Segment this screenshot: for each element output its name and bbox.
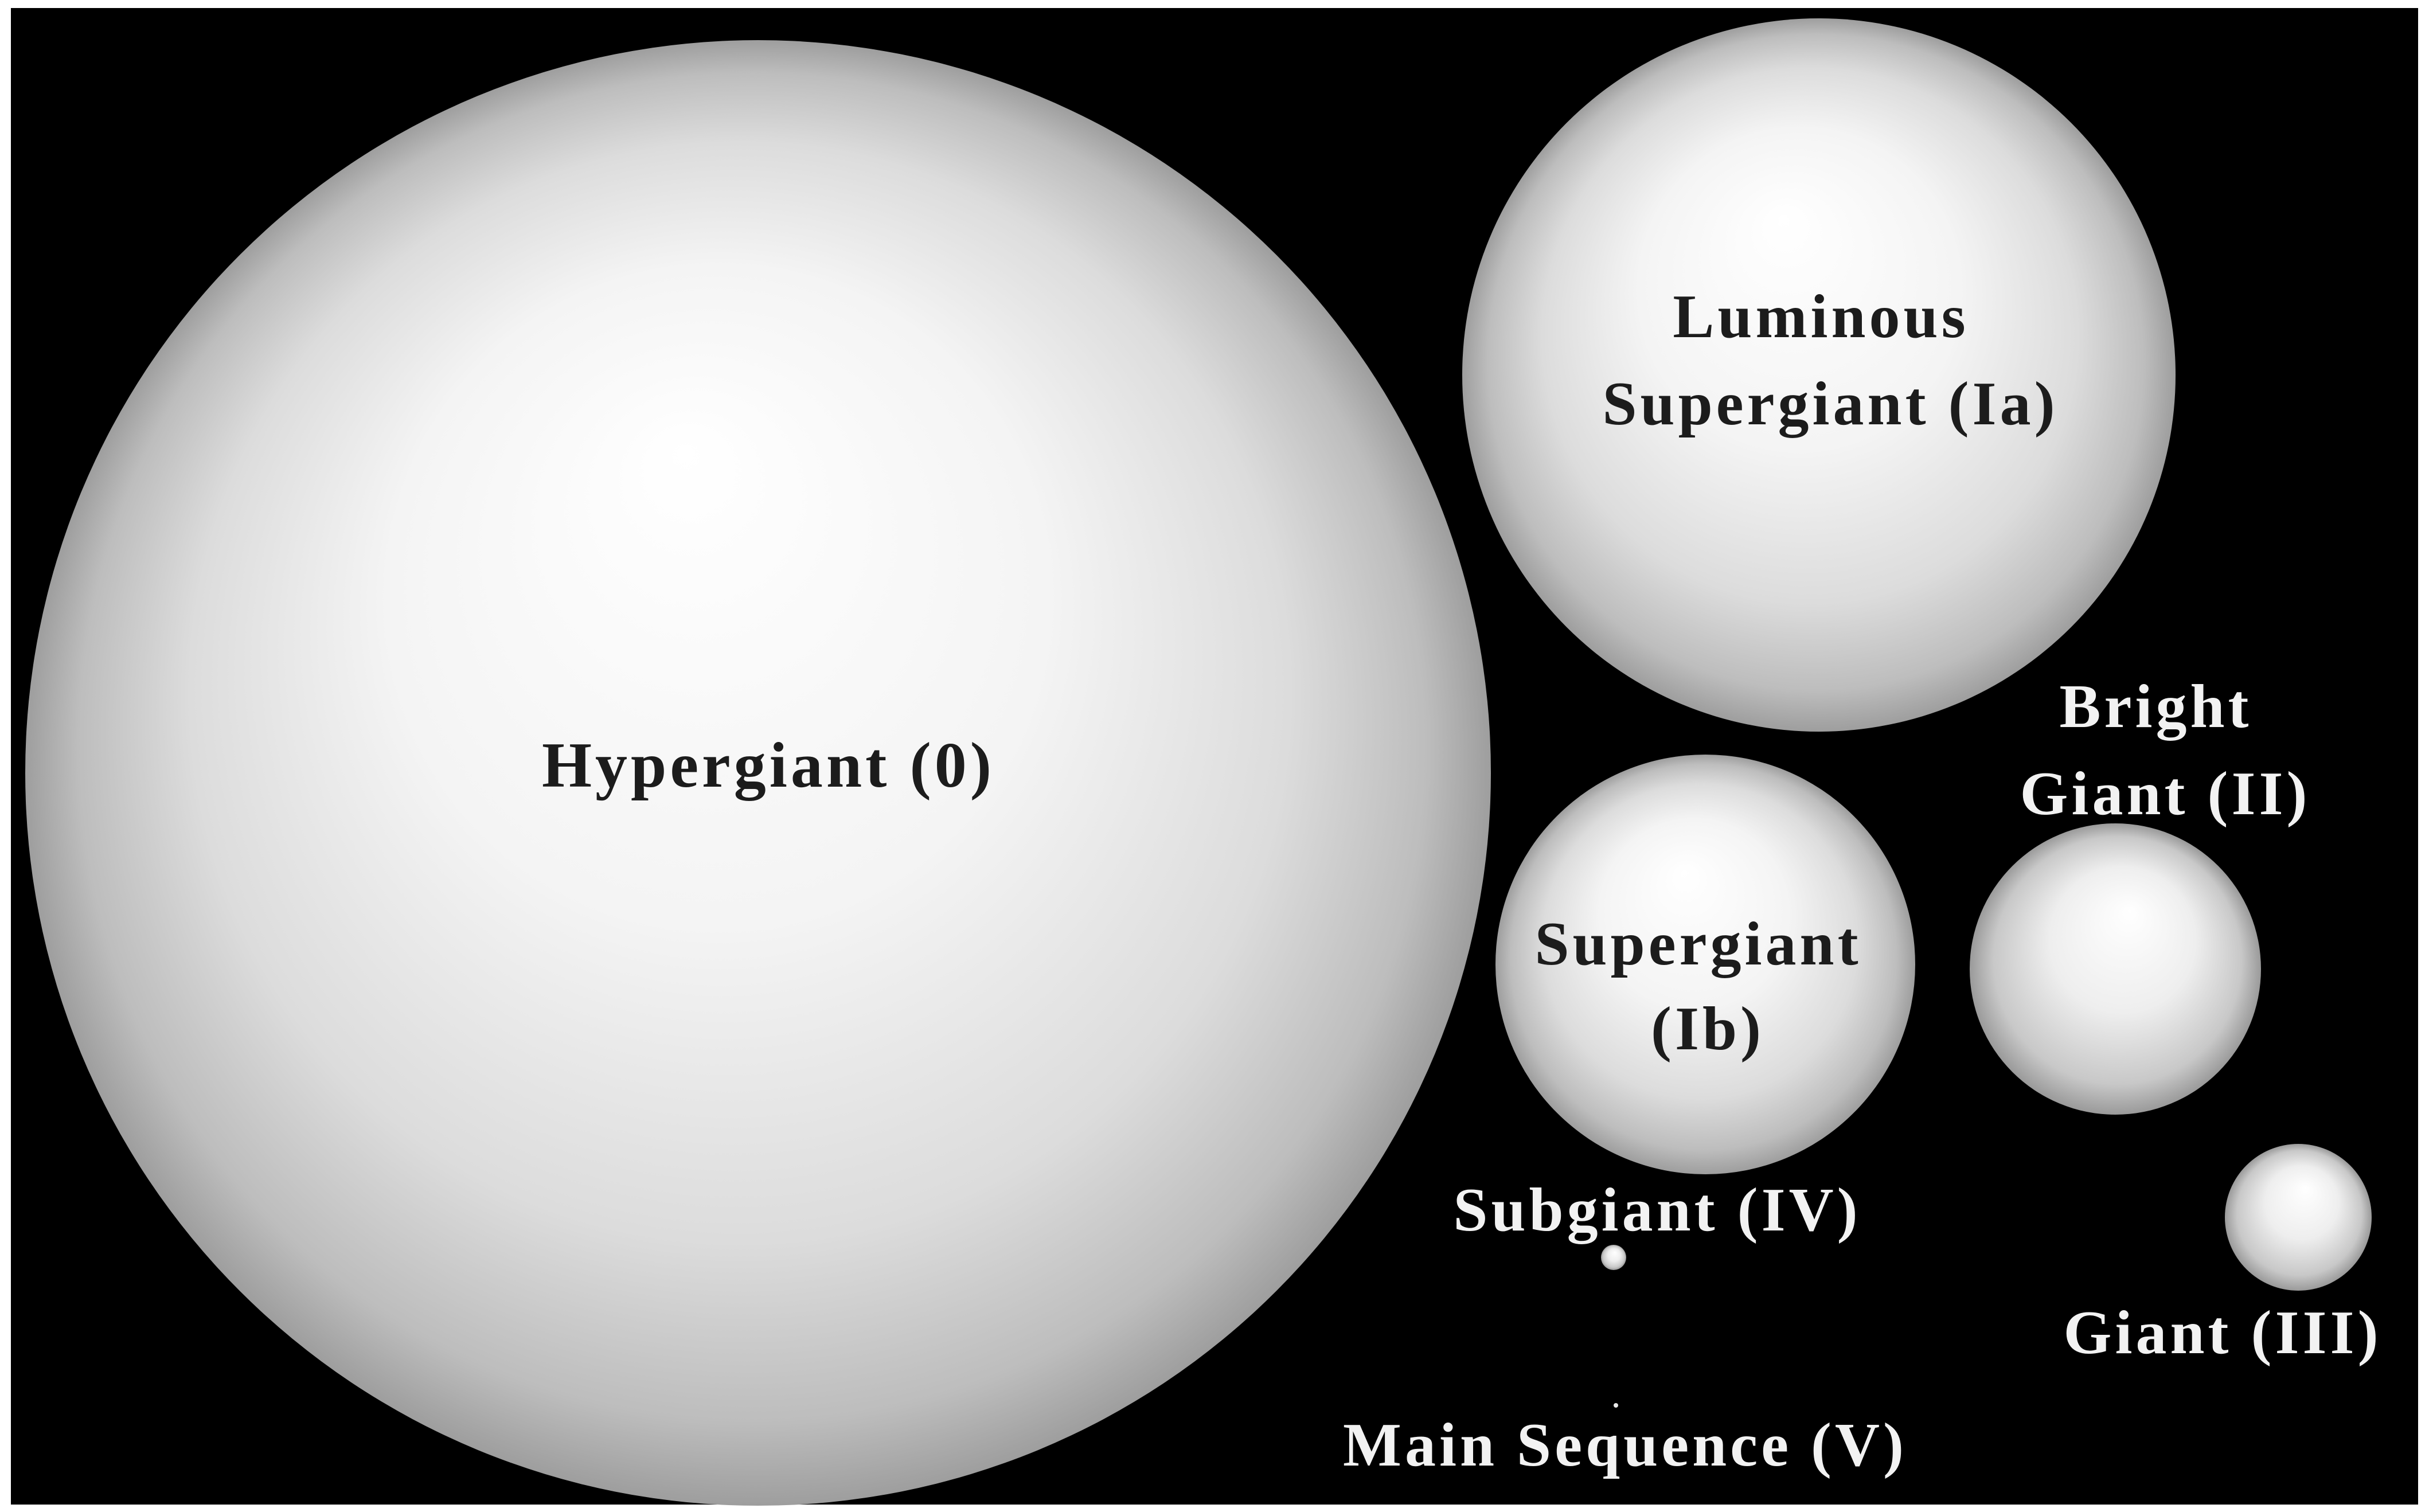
giant-label: Giant (III) (2063, 1299, 2381, 1367)
main-sequence-sphere (1614, 1403, 1618, 1408)
bright-giant-sphere (1970, 823, 2261, 1115)
subgiant-sphere (1601, 1245, 1626, 1270)
supergiant-sphere (1495, 755, 1915, 1174)
supergiant-label: Supergiant (Ib) (1534, 910, 1880, 1063)
main-sequence-label: Main Sequence (V) (1343, 1411, 1907, 1479)
bright-giant-label: Bright Giant (II) (2020, 673, 2310, 828)
hypergiant-label: Hypergiant (0) (542, 730, 995, 801)
hypergiant-sphere (25, 40, 1491, 1506)
giant-sphere (2225, 1144, 2372, 1291)
luminous-supergiant-sphere (1462, 18, 2176, 732)
luminous-supergiant-label: Luminous Supergiant (Ia) (1602, 283, 2058, 438)
subgiant-label: Subgiant (IV) (1453, 1176, 1861, 1244)
